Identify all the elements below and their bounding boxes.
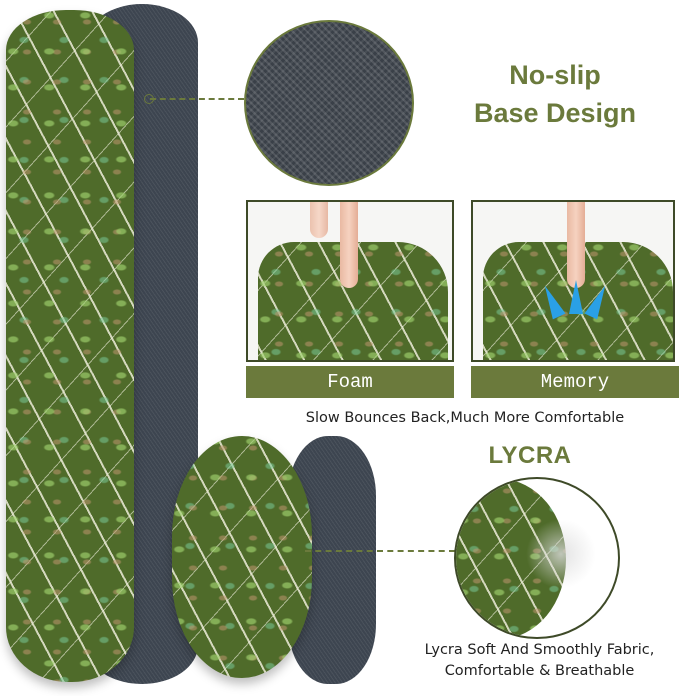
- lycra-fabric-image: [456, 479, 566, 637]
- comparison-caption: Slow Bounces Back,Much More Comfortable: [305, 410, 625, 426]
- lycra-fabric-zoom-icon: [454, 477, 620, 639]
- callout-line-no-slip: [150, 98, 244, 100]
- no-slip-title-line1: No-slip: [509, 60, 601, 90]
- lycra-caption-line1: Lycra Soft And Smoothly Fabric,: [424, 642, 655, 658]
- bounce-arrow-icon: [569, 280, 583, 314]
- no-slip-title-line2: Base Design: [473, 98, 637, 128]
- no-slip-heading: No-slip Base Design: [440, 56, 670, 132]
- memory-mat-image: [483, 242, 673, 360]
- finger-secondary-icon: [310, 202, 328, 238]
- mouse-wrist-rest: [172, 436, 312, 678]
- foam-label: Foam: [246, 366, 454, 398]
- callout-line-lycra: [305, 550, 455, 552]
- finger-press-icon: [340, 202, 358, 288]
- breathable-air-icon: [526, 519, 596, 589]
- lycra-heading: LYCRA: [488, 442, 572, 469]
- fabric-texture-zoom-icon: [244, 20, 414, 186]
- memory-label: Memory: [471, 366, 679, 398]
- memory-comparison-panel: [471, 200, 675, 362]
- lycra-caption: Lycra Soft And Smoothly Fabric, Comforta…: [400, 640, 679, 682]
- lycra-caption-line2: Comfortable & Breathable: [444, 663, 635, 679]
- keyboard-wrist-rest: [6, 10, 134, 682]
- finger-press-icon: [567, 202, 585, 288]
- foam-comparison-panel: [246, 200, 454, 362]
